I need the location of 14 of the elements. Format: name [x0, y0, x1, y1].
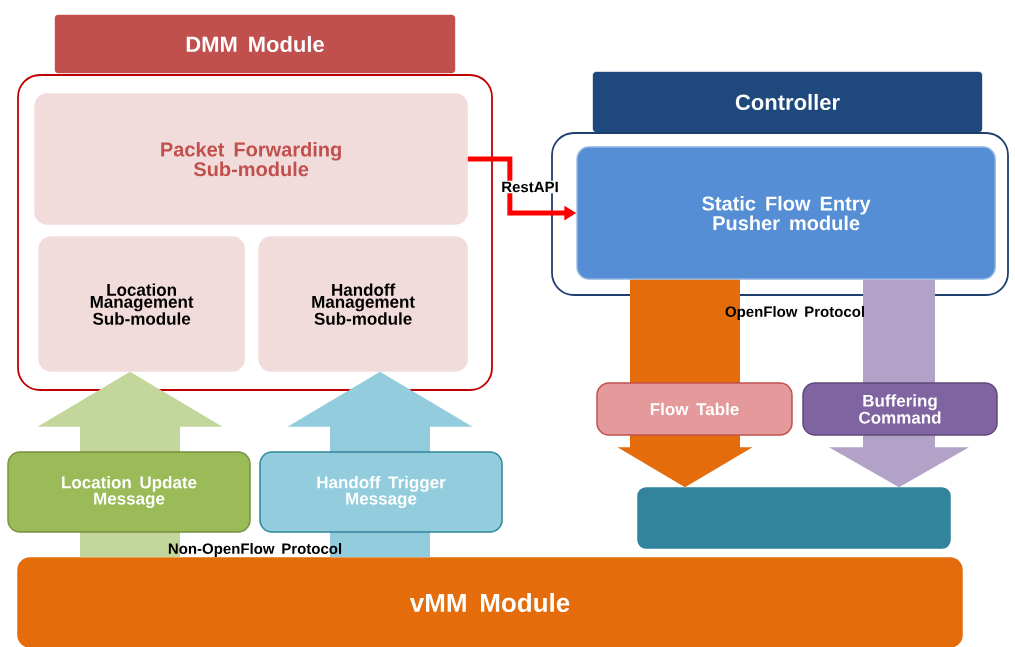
- module-bar: vMM Module: [17, 557, 963, 647]
- protocol-label: Non-OpenFlow Protocol: [168, 543, 342, 557]
- module-box: Static Flow Entry Pusher module: [576, 146, 996, 280]
- submodule-box: Location Management Sub-module: [38, 236, 245, 372]
- edge-label: RestAPI: [500, 180, 560, 194]
- submodule-box: Handoff Management Sub-module: [258, 236, 468, 372]
- switch-box: [637, 487, 951, 549]
- message-box: Handoff Trigger Message: [259, 451, 503, 533]
- command-box: Buffering Command: [802, 382, 998, 436]
- submodule-box: Packet Forwarding Sub-module: [34, 93, 468, 225]
- node-label: Controller: [735, 93, 840, 111]
- table-box: Flow Table: [596, 382, 793, 436]
- node-label: DMM Module: [186, 35, 324, 53]
- message-box: Location Update Message: [7, 451, 251, 533]
